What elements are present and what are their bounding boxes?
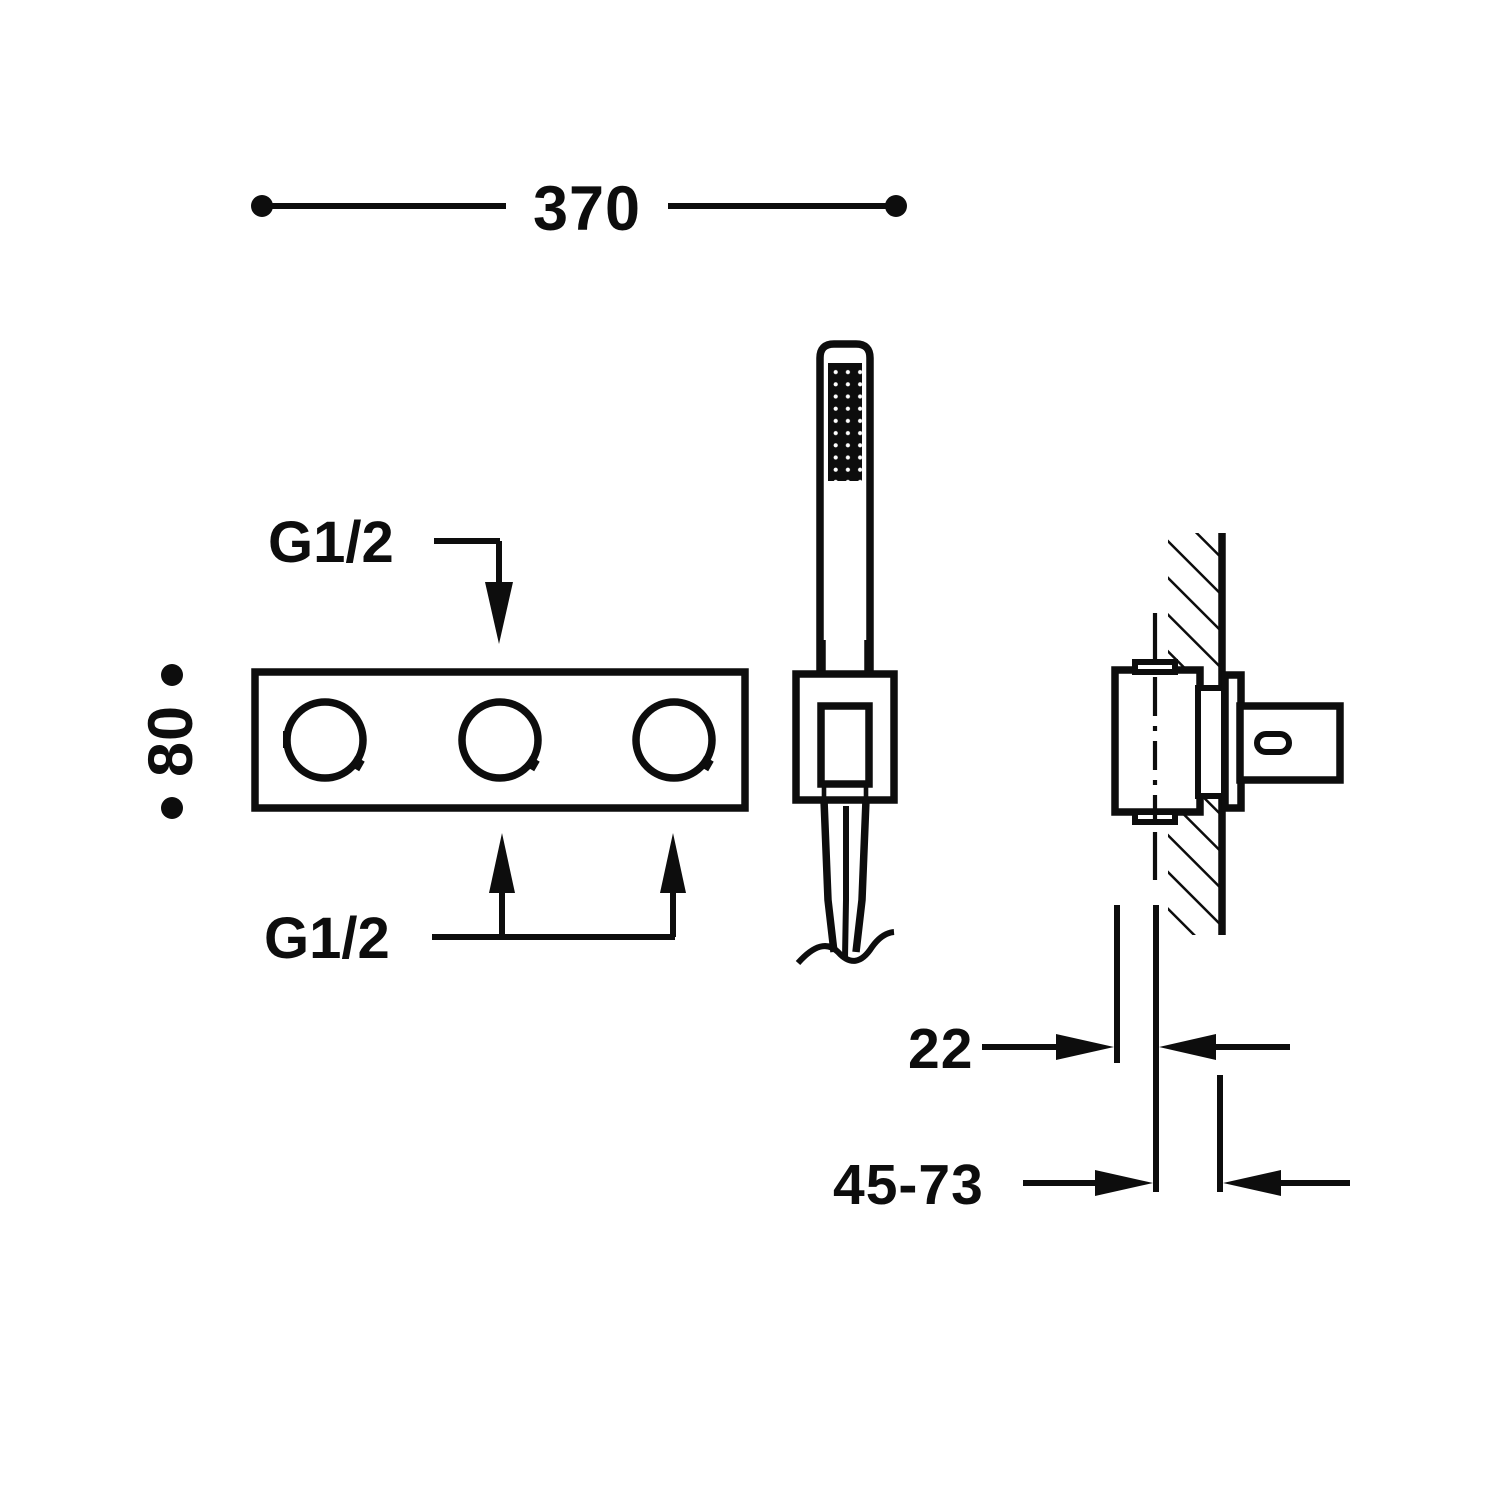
control-knob-1-tab-lower: [349, 756, 365, 772]
dimension-22-label: 22: [908, 1017, 973, 1081]
concealed-valve-body: [1111, 666, 1204, 816]
callout-g12-upper-arrowhead: [485, 582, 513, 644]
dimension-80-group: 80: [136, 664, 206, 819]
hose-break-line: [795, 929, 895, 966]
hose-fold-line: [842, 806, 849, 959]
hose-edge-right: [852, 799, 870, 953]
callout-g12-lower-arrowhead-right: [660, 833, 686, 893]
dimension-80-dot-bottom: [161, 797, 183, 819]
valve-mounting-tab-top: [1132, 659, 1178, 675]
valve-sleeve: [1195, 685, 1227, 799]
dimension-22-group: 22: [908, 1017, 1290, 1081]
control-knob-3-tab-lower: [698, 756, 714, 772]
wall-bracket-holder: [817, 702, 873, 788]
control-knob-2[interactable]: [458, 698, 542, 782]
dimension-22-arrowhead-right: [1159, 1034, 1216, 1060]
handle-slot-oval: [1254, 731, 1292, 755]
trim-plate-group: [251, 668, 749, 812]
handshower-nozzle-grid: [828, 363, 862, 481]
dimension-45-73-label: 45-73: [833, 1153, 984, 1217]
control-handle[interactable]: [1236, 702, 1344, 784]
dimension-45-73-arrowhead-left: [1095, 1170, 1153, 1196]
depth-extension-lines: [1114, 905, 1223, 1192]
control-knob-1-tab-left: [283, 731, 290, 748]
dimension-370-label: 370: [533, 174, 641, 244]
hose-edge-left: [820, 799, 838, 953]
dimension-370-dot-right: [885, 195, 907, 217]
dimension-80-label: 80: [136, 705, 206, 777]
callout-g12-lower-arrowhead-left: [489, 833, 515, 893]
control-knob-2-tab-lower: [524, 756, 540, 772]
callout-g12-upper-label: G1/2: [268, 510, 394, 575]
dimension-45-73-group: 45-73: [833, 1153, 1350, 1217]
control-knob-3[interactable]: [632, 698, 716, 782]
dimension-45-73-arrowhead-right: [1223, 1170, 1281, 1196]
dimension-22-arrowhead-left: [1056, 1034, 1114, 1060]
dimension-80-dot-top: [161, 664, 183, 686]
callout-g12-lower-label: G1/2: [264, 906, 390, 971]
control-knob-1[interactable]: [283, 698, 367, 782]
handshower-assembly: [792, 340, 898, 966]
dimension-370-group: 370: [251, 174, 907, 244]
callout-g12-lower-group: G1/2: [264, 833, 686, 971]
control-knob-2-ring: [458, 698, 542, 782]
callout-g12-upper-group: G1/2: [268, 510, 513, 644]
control-knob-3-ring: [632, 698, 716, 782]
wall-section-assembly: [1111, 533, 1344, 935]
